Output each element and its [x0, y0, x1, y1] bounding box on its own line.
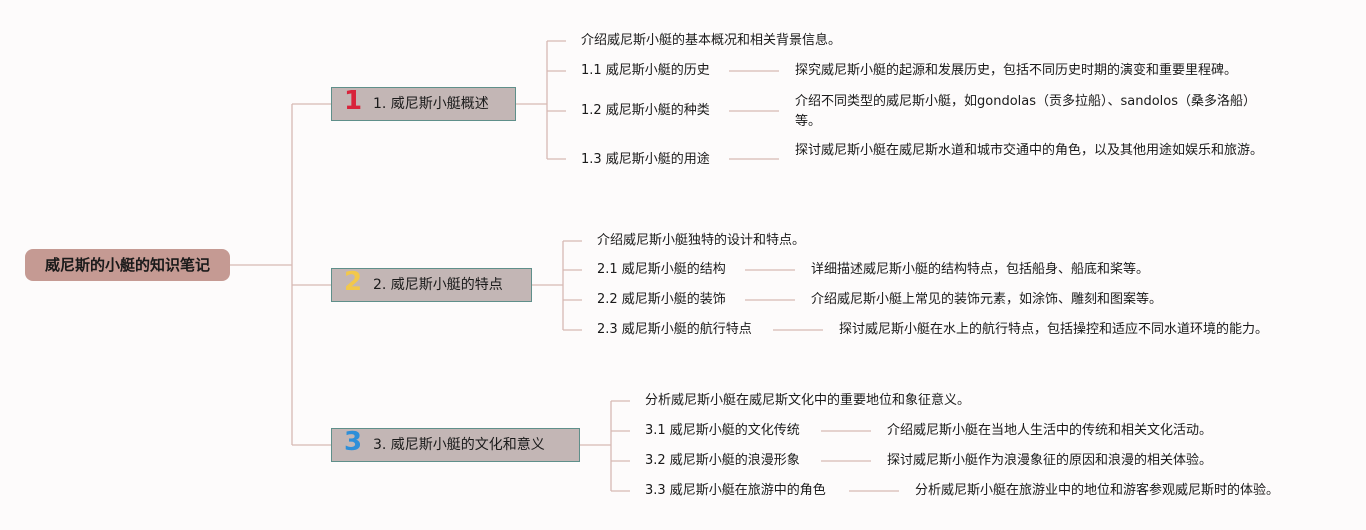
topic-2-1-title[interactable]: 2.1 威尼斯小艇的结构: [597, 262, 726, 277]
number-three-icon: 3: [343, 427, 363, 457]
branch-1-label: 1. 威尼斯小艇概述: [373, 96, 489, 112]
root-topic[interactable]: 威尼斯的小艇的知识笔记: [25, 249, 230, 281]
topic-2-3-title[interactable]: 2.3 威尼斯小艇的航行特点: [597, 322, 752, 337]
topic-1-3-title[interactable]: 1.3 威尼斯小艇的用途: [581, 152, 710, 167]
branch-2-intro[interactable]: 介绍威尼斯小艇独特的设计和特点。: [597, 233, 806, 248]
topic-1-2-title[interactable]: 1.2 威尼斯小艇的种类: [581, 103, 710, 118]
topic-3-3-desc[interactable]: 分析威尼斯小艇在旅游业中的地位和游客参观威尼斯时的体验。: [915, 483, 1280, 498]
topic-2-1-desc[interactable]: 详细描述威尼斯小艇的结构特点，包括船身、船底和桨等。: [811, 262, 1150, 277]
number-two-icon: 2: [343, 267, 363, 297]
topic-3-3-title[interactable]: 3.3 威尼斯小艇在旅游中的角色: [645, 483, 826, 498]
branch-3-intro[interactable]: 分析威尼斯小艇在威尼斯文化中的重要地位和象征意义。: [645, 393, 971, 408]
topic-2-2-desc[interactable]: 介绍威尼斯小艇上常见的装饰元素，如涂饰、雕刻和图案等。: [811, 292, 1163, 307]
topic-3-1-desc[interactable]: 介绍威尼斯小艇在当地人生活中的传统和相关文化活动。: [887, 423, 1213, 438]
topic-1-2-desc[interactable]: 介绍不同类型的威尼斯小艇，如gondolas（贡多拉船）、sandolos（桑多…: [795, 94, 1257, 129]
topic-1-1-desc[interactable]: 探究威尼斯小艇的起源和发展历史，包括不同历史时期的演变和重要里程碑。: [795, 63, 1238, 78]
branch-3-label: 3. 威尼斯小艇的文化和意义: [373, 437, 545, 453]
branch-3-topic[interactable]: 3 3. 威尼斯小艇的文化和意义: [331, 427, 580, 462]
branch-1-topic[interactable]: 1 1. 威尼斯小艇概述: [331, 86, 516, 121]
number-one-icon: 1: [343, 86, 363, 116]
topic-2-3-desc[interactable]: 探讨威尼斯小艇在水上的航行特点，包括操控和适应不同水道环境的能力。: [839, 322, 1269, 337]
topic-2-2-title[interactable]: 2.2 威尼斯小艇的装饰: [597, 292, 726, 307]
topic-1-1-title[interactable]: 1.1 威尼斯小艇的历史: [581, 63, 710, 78]
topic-1-3-desc[interactable]: 探讨威尼斯小艇在威尼斯水道和城市交通中的角色，以及其他用途如娱乐和旅游。: [795, 143, 1264, 158]
branch-2-topic[interactable]: 2 2. 威尼斯小艇的特点: [331, 267, 532, 302]
branch-1-intro[interactable]: 介绍威尼斯小艇的基本概况和相关背景信息。: [581, 33, 842, 48]
topic-3-2-title[interactable]: 3.2 威尼斯小艇的浪漫形象: [645, 453, 800, 468]
branch-2-label: 2. 威尼斯小艇的特点: [373, 277, 503, 293]
topic-3-2-desc[interactable]: 探讨威尼斯小艇作为浪漫象征的原因和浪漫的相关体验。: [887, 453, 1213, 468]
topic-3-1-title[interactable]: 3.1 威尼斯小艇的文化传统: [645, 423, 800, 438]
